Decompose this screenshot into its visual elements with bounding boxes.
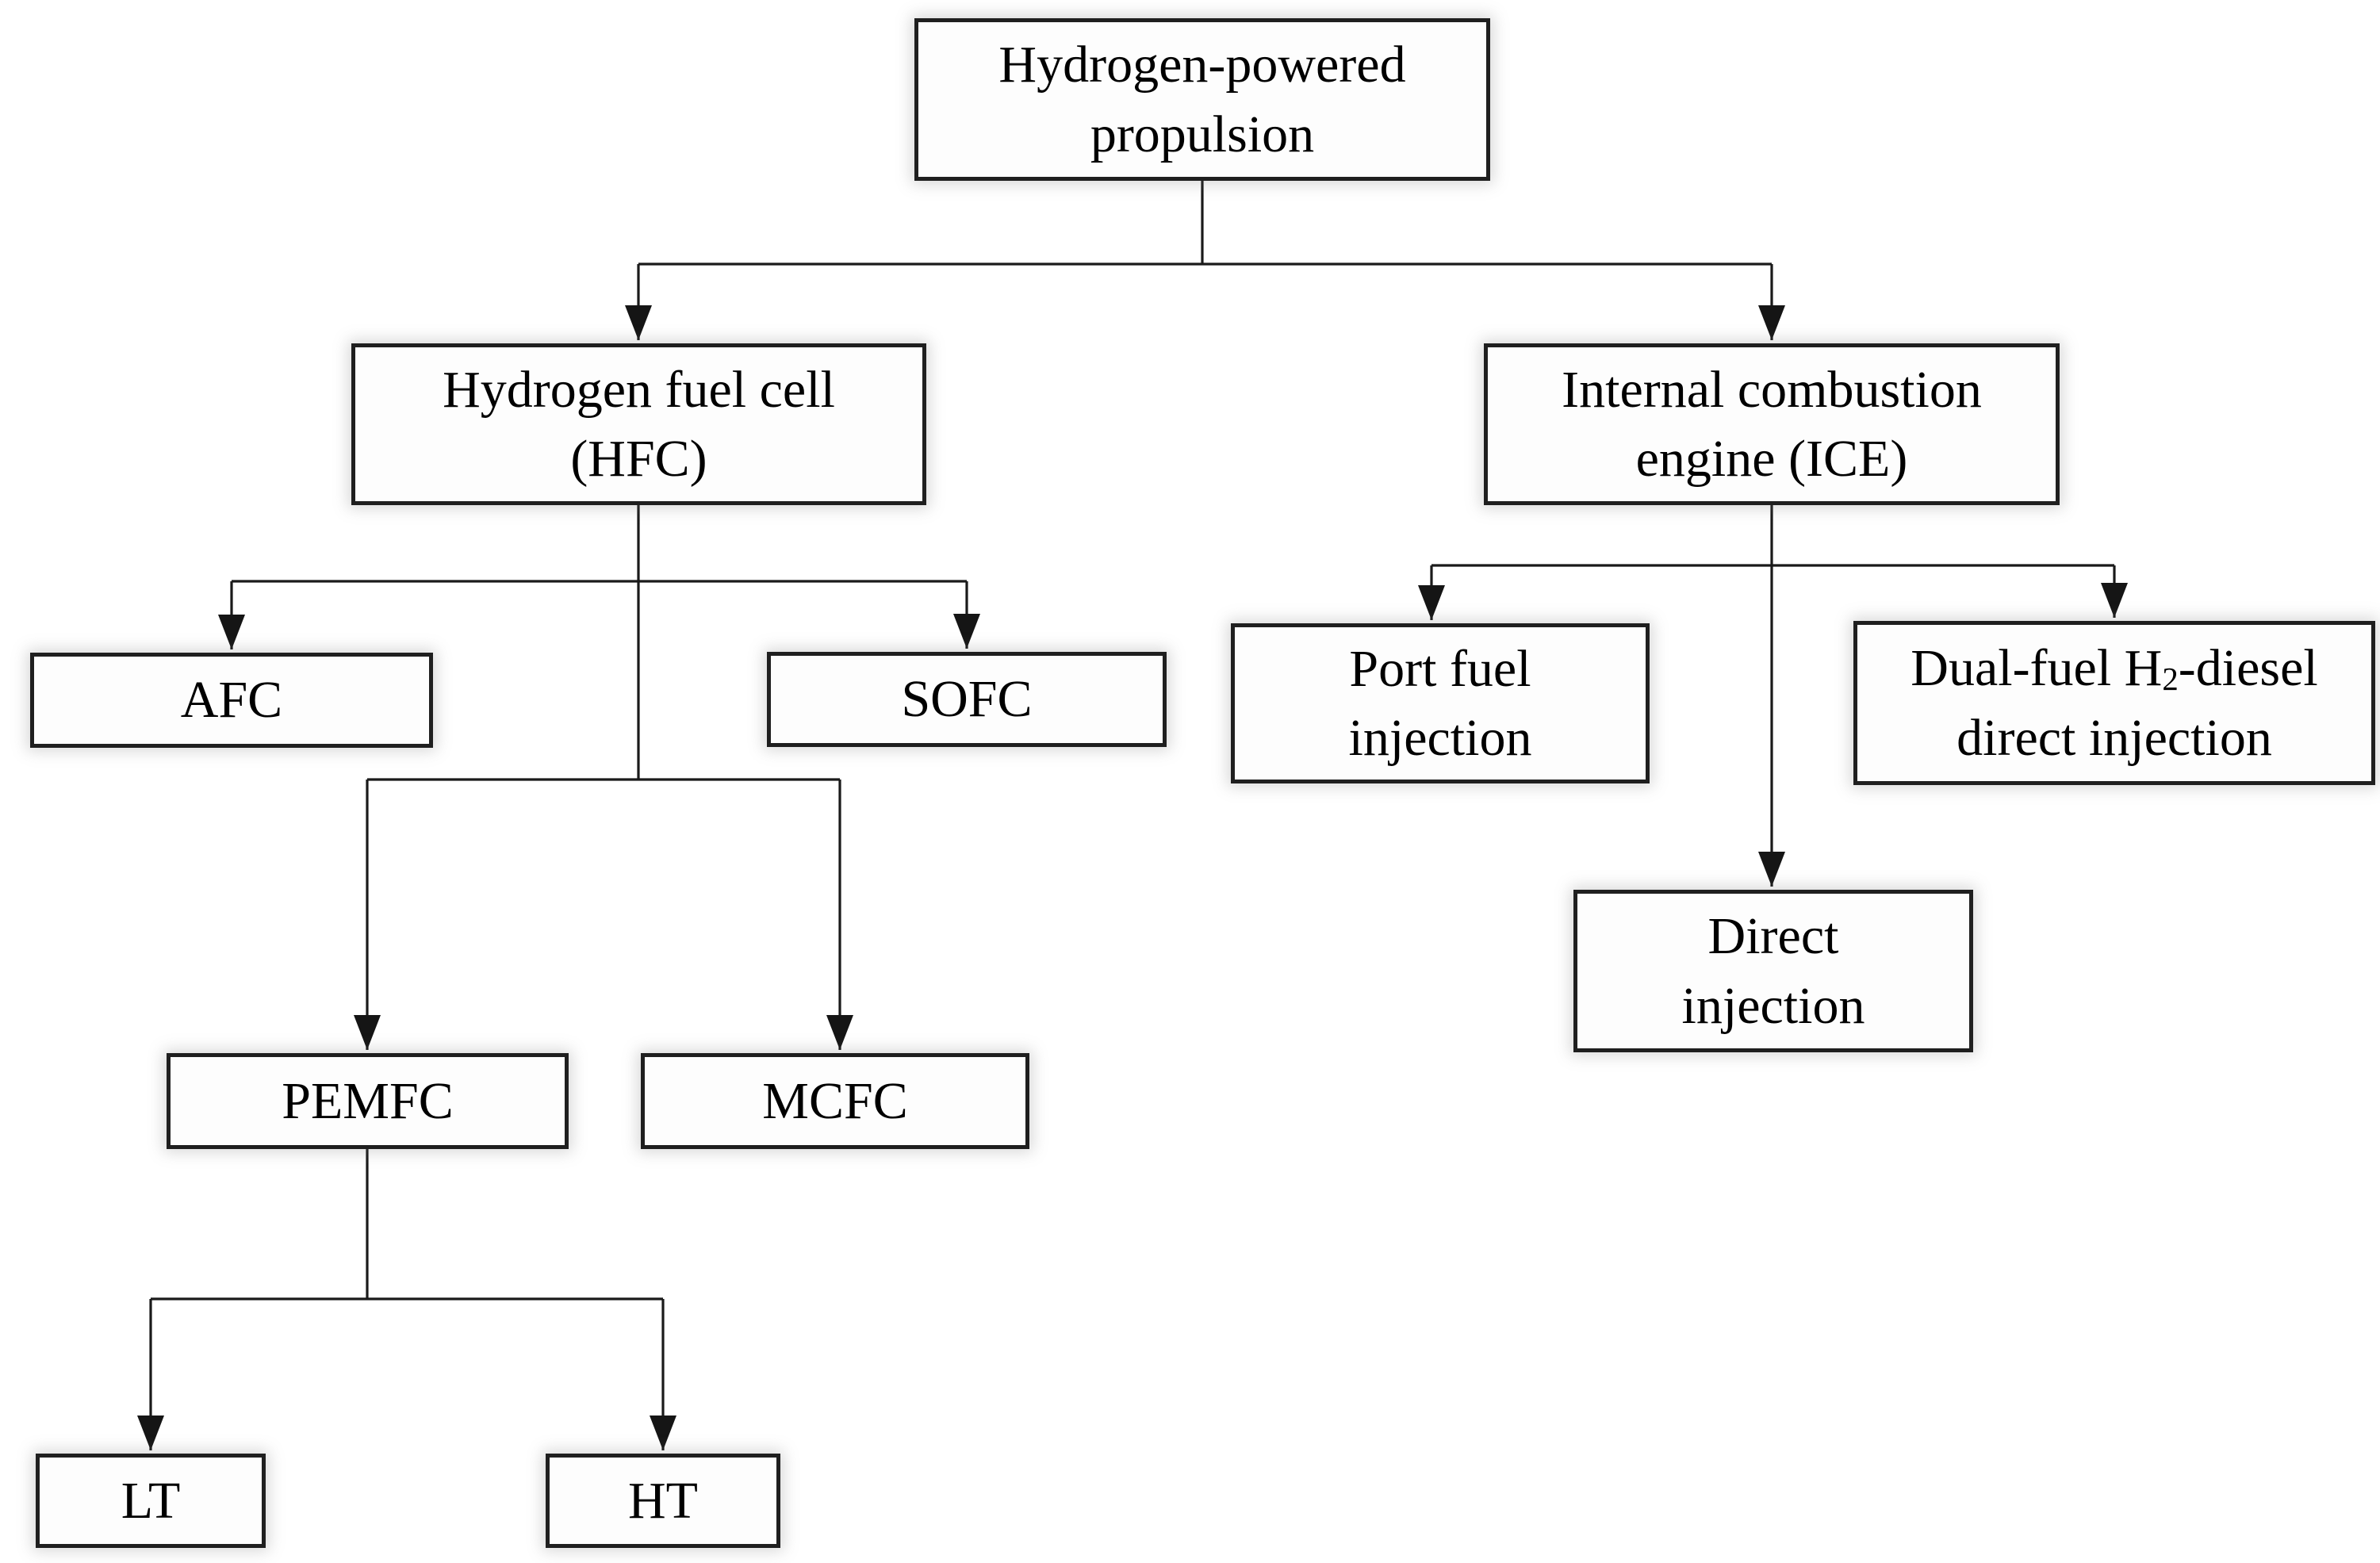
node-label-line: direct injection [1957,708,2272,767]
node-lt: LT [36,1454,266,1548]
node-hydrogen-fuel-cell: Hydrogen fuel cell (HFC) [351,343,926,505]
node-label-line: Port fuel [1349,639,1531,698]
subscript-2: 2 [2162,661,2179,698]
node-label-line: Internal combustion [1562,360,1982,419]
node-afc: AFC [30,653,433,748]
node-label-line: propulsion [1090,105,1315,163]
node-ht: HT [546,1454,780,1548]
node-label-line: injection [1681,976,1865,1035]
node-sofc: SOFC [767,652,1167,747]
node-label: HT [628,1471,698,1530]
node-label-line: (HFC) [570,430,707,488]
node-label-line: Direct [1707,907,1839,966]
node-label-line: engine (ICE) [1635,430,1908,488]
node-label-part: -diesel [2178,639,2318,698]
node-mcfc: MCFC [641,1053,1029,1149]
node-label: MCFC [762,1071,908,1130]
node-label: LT [121,1471,181,1530]
node-label-line: Dual-fuel H2-diesel [1911,634,2317,703]
node-port-fuel-injection: Port fuel injection [1231,623,1650,783]
node-label: AFC [180,671,283,730]
node-hydrogen-powered-propulsion: Hydrogen-powered propulsion [914,18,1490,181]
node-label-line: injection [1348,709,1532,767]
node-label-line: Hydrogen-powered [998,36,1406,94]
node-label-line: Hydrogen fuel cell [443,360,835,419]
node-direct-injection: Direct injection [1573,890,1973,1052]
node-dual-fuel-h2-diesel-direct-injection: Dual-fuel H2-diesel direct injection [1853,621,2375,785]
node-label: PEMFC [282,1071,454,1130]
node-pemfc: PEMFC [167,1053,569,1149]
node-label-part: Dual-fuel H [1911,639,2163,698]
node-label: SOFC [901,670,1033,729]
node-internal-combustion-engine: Internal combustion engine (ICE) [1484,343,2060,505]
